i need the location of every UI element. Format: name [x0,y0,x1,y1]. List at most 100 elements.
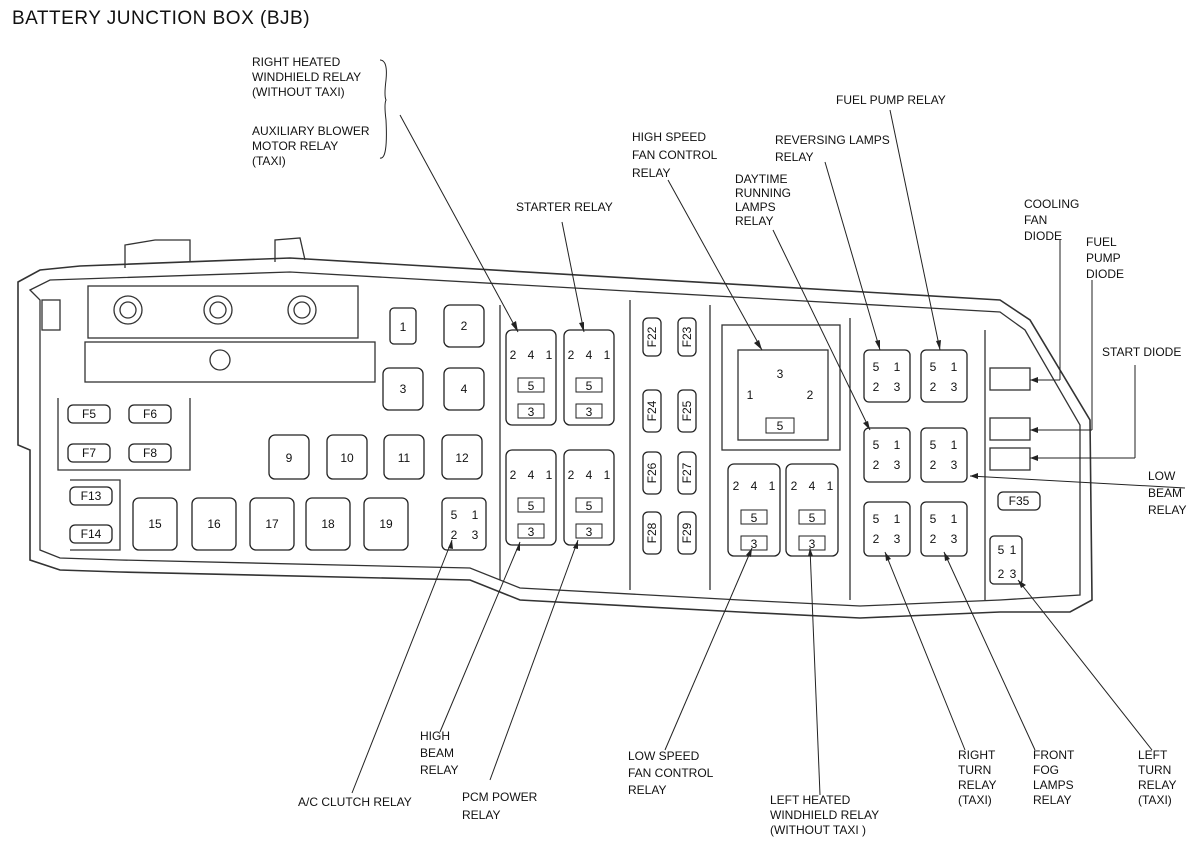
cartridge-19: 19 [379,517,393,531]
relay-pin-1: 1 [1010,543,1017,557]
relay-terminal [575,403,603,419]
relay-terminal [517,377,545,393]
label-right-heated-windshield-relay: RIGHT HEATED WINDHIELD RELAY (WITHOUT TA… [252,55,362,99]
fuse-f27: F27 [680,462,694,483]
label-high-speed-fan-control-relay: HIGH SPEED FAN CONTROL RELAY [632,130,718,180]
relay-pin-5: 5 [751,511,758,525]
diagram-title: BATTERY JUNCTION BOX (BJB) [12,8,311,29]
relay-pin-1: 1 [894,438,901,452]
label-starter-relay: STARTER RELAY [516,200,613,214]
relay-pin-3: 3 [751,537,758,551]
relay-pin-3: 3 [951,532,958,546]
relay-pin-3: 3 [951,380,958,394]
cartridge-4: 4 [461,382,468,396]
relay-pin-1: 1 [827,479,834,493]
relay-pin-5: 5 [528,379,535,393]
relay-pin-5: 5 [777,419,784,433]
relay-pin-2: 2 [510,468,517,482]
label-right-turn-relay: RIGHT TURN RELAY (TAXI) [958,748,997,807]
fuse-f8: F8 [143,446,157,460]
label-front-fog-lamps-relay: FRONT FOG LAMPS RELAY [1033,748,1075,807]
relay-pin-1: 1 [769,479,776,493]
relay-pin-3: 3 [894,532,901,546]
relay-pin-1: 1 [472,508,479,522]
relay-terminal [575,377,603,393]
relay-pin-4: 4 [586,468,593,482]
relay-terminal [740,535,768,551]
relay-pin-2: 2 [998,567,1005,581]
relay-pin-2: 2 [873,458,880,472]
relay-pin-5: 5 [873,360,880,374]
cartridge-15: 15 [148,517,162,531]
label-start-diode: START DIODE [1102,345,1182,359]
relay-pin-3: 3 [951,458,958,472]
fuse-f6: F6 [143,407,157,421]
relay-pin-2: 2 [791,479,798,493]
relay-pin-2: 2 [568,348,575,362]
fuse-f22: F22 [645,326,659,347]
relay-pin-4: 4 [586,348,593,362]
cartridge-11: 11 [398,451,411,465]
relay-pin-2: 2 [568,468,575,482]
relay-pin-1: 1 [546,348,553,362]
fuse-f35: F35 [1009,494,1030,508]
cartridge-18: 18 [321,517,335,531]
fuse-f14: F14 [81,527,102,541]
relay-pin-2: 2 [451,528,458,542]
fuse-f28: F28 [645,522,659,543]
relay-pin-5: 5 [873,512,880,526]
relay-terminal [798,509,826,525]
relay-pin-5: 5 [586,379,593,393]
relay-pin-5: 5 [930,512,937,526]
relay-terminal [798,535,826,551]
relay-pin-5: 5 [451,508,458,522]
label-left-heated-windshield-relay: LEFT HEATED WINDHIELD RELAY (WITHOUT TAX… [770,793,880,837]
relay-terminal [517,523,545,539]
relay-pin-5: 5 [998,543,1005,557]
relay-pin-3: 3 [1010,567,1017,581]
label-daytime-running-lamps-relay: DAYTIME RUNNING LAMPS RELAY [735,172,791,228]
relay-pin-1: 1 [546,468,553,482]
cartridge-1: 1 [400,320,407,334]
relay-pin-3: 3 [894,458,901,472]
label-pcm-power-relay: PCM POWER RELAY [462,790,538,822]
label-auxiliary-blower-motor-relay: AUXILIARY BLOWER MOTOR RELAY (TAXI) [252,124,370,168]
relay-pin-3: 3 [777,367,784,381]
relay-pin-3: 3 [809,537,816,551]
relay-terminal [517,403,545,419]
relay-pin-1: 1 [604,348,611,362]
relay-pin-5: 5 [930,438,937,452]
label-fuel-pump-diode: FUEL PUMP DIODE [1086,235,1125,281]
relay-pin-5: 5 [809,511,816,525]
relay-pin-1: 1 [951,512,958,526]
relay-terminal [517,497,545,513]
relay-pin-1: 1 [894,512,901,526]
label-ac-clutch-relay: A/C CLUTCH RELAY [298,795,412,809]
relay-pin-4: 4 [528,468,535,482]
relay-pin-2: 2 [873,380,880,394]
relay-terminal [575,497,603,513]
label-low-speed-fan-control-relay: LOW SPEED FAN CONTROL RELAY [628,749,714,797]
cartridge-16: 16 [207,517,221,531]
label-reversing-lamps-relay: REVERSING LAMPS RELAY [775,133,890,164]
relay-pin-3: 3 [528,405,535,419]
fuse-f26: F26 [645,462,659,483]
relay-terminal [575,523,603,539]
relay-pin-1: 1 [951,360,958,374]
relay-pin-2: 2 [930,458,937,472]
relay-pin-3: 3 [472,528,479,542]
fuse-f24: F24 [645,400,659,421]
relay-pin-2: 2 [807,388,814,402]
cartridge-2: 2 [461,319,468,333]
relay-pin-4: 4 [751,479,758,493]
relay-terminal [765,417,795,434]
relay-pin-4: 4 [528,348,535,362]
fuse-f29: F29 [680,522,694,543]
relay-pin-3: 3 [586,525,593,539]
fuse-f23: F23 [680,326,694,347]
cartridge-12: 12 [455,451,469,465]
relay-terminal [740,509,768,525]
fuse-f7: F7 [82,446,96,460]
